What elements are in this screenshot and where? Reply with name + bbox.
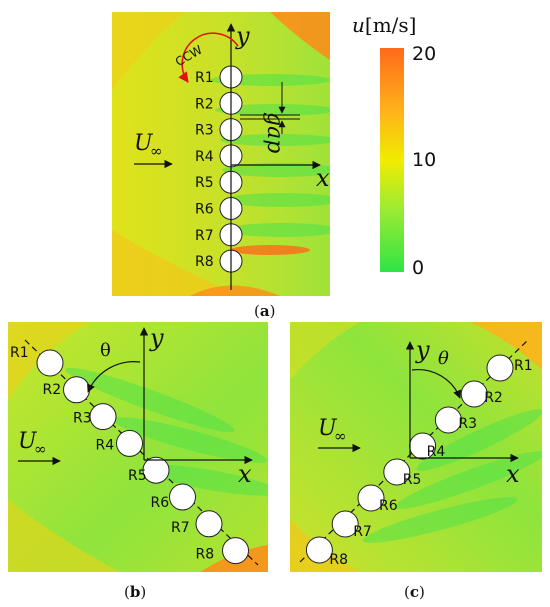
panel-a-gap-marker <box>240 82 300 134</box>
colorbar-title: u[m/s] <box>352 13 416 37</box>
panel-c-cylinder-label-4: R4 <box>427 444 446 460</box>
colorbar-tick-min: 0 <box>412 257 424 279</box>
panel-b-caption: (b) <box>124 583 146 601</box>
panel-b-cylinder-label-7: R7 <box>171 520 190 536</box>
panel-c-cylinder-label-7: R7 <box>353 524 372 540</box>
panel-a-cylinder-label-5: R5 <box>195 175 214 191</box>
panel-b-cylinder-6 <box>169 483 196 511</box>
panel-b-cylinder-2 <box>63 376 90 404</box>
colorbar: u[m/s] 20 10 0 <box>352 13 436 279</box>
colorbar-tick-max: 20 <box>412 43 436 65</box>
panel-c-cylinder-label-6: R6 <box>379 498 398 514</box>
panel-b-cylinder-label-3: R3 <box>73 411 92 427</box>
panel-b-dashed-line <box>24 339 259 566</box>
panel-b-angle-label: θ <box>100 340 111 361</box>
panel-c-caption: (c) <box>404 583 425 601</box>
panel-a-flow-features <box>112 12 330 296</box>
panel-b-cylinder-8 <box>222 537 249 565</box>
panel-a-cylinder-label-8: R8 <box>195 254 214 270</box>
panel-a-cylinder-label-2: R2 <box>195 96 214 112</box>
panel-b-cylinder-label-1: R1 <box>10 345 29 361</box>
panel-a-cylinder-label-3: R3 <box>195 123 214 139</box>
panel-c-cylinder-label-2: R2 <box>484 390 503 406</box>
panel-b-y-label: y <box>149 324 164 352</box>
panel-b-cylinder-label-4: R4 <box>96 437 115 453</box>
panel-a-cylinder-label-6: R6 <box>195 202 214 218</box>
panel-b-cylinder-5 <box>142 456 170 484</box>
panel-b-cylinder-label-2: R2 <box>43 382 62 398</box>
panel-c-cylinder-2 <box>460 380 488 408</box>
panel-c-flow-features <box>290 322 542 572</box>
panel-a-caption: (a) <box>254 302 275 320</box>
panel-c-cylinder-3 <box>434 406 462 434</box>
panel-b-cylinder-3 <box>89 403 117 431</box>
panel-b-u-label: U <box>18 429 38 454</box>
panel-a-gap-label: gap <box>262 112 287 153</box>
panel-a-y-label: y <box>235 22 250 50</box>
panel-c-cylinder-label-5: R5 <box>403 472 422 488</box>
panel-c-x-label: x <box>506 460 520 488</box>
panel-b-cylinder-7 <box>195 510 223 538</box>
panel-a-cylinder-label-7: R7 <box>195 228 214 244</box>
panel-a-x-label: x <box>316 164 330 192</box>
panel-b-angle-arc <box>87 361 141 393</box>
panel-a-u-label: U <box>134 131 154 156</box>
panel-c-cylinder-label-8: R8 <box>329 552 348 568</box>
panel-c-u-sub: ∞ <box>334 427 347 445</box>
panel-c-cylinder-6 <box>357 484 385 512</box>
panel-a-cylinder-label-1: R1 <box>195 70 214 86</box>
panel-c-cylinder-label-3: R3 <box>458 416 477 432</box>
panel-b-cylinder-label-8: R8 <box>196 547 215 563</box>
panel-c-angle-arc <box>411 368 462 399</box>
panel-c-y-label: y <box>415 336 430 364</box>
panel-b-cylinder-label-5: R5 <box>128 468 147 484</box>
panel-c-cylinder-8 <box>305 536 333 564</box>
panel-c-freestream: U ∞ <box>318 416 361 453</box>
colorbar-bar <box>380 48 404 272</box>
panel-a-freestream: U ∞ <box>134 131 173 169</box>
panel-b-u-sub: ∞ <box>34 440 47 458</box>
panel-b-flow-features <box>8 322 268 572</box>
panel-a-u-sub: ∞ <box>150 142 163 160</box>
panel-c-cylinder-5 <box>383 458 411 486</box>
colorbar-tick-mid: 10 <box>412 149 436 171</box>
panel-c-u-label: U <box>318 416 338 441</box>
panel-c-angle-label: θ <box>438 348 449 369</box>
panel-a-ccw-arrow <box>178 32 239 83</box>
panel-c-cylinder-label-1: R1 <box>514 358 533 374</box>
panel-b-freestream: U ∞ <box>18 429 61 466</box>
panel-c-cylinder-1 <box>486 354 514 382</box>
panel-b-x-label: x <box>238 460 252 488</box>
panel-c-cylinder-7 <box>331 510 359 538</box>
panel-b-cylinder-label-6: R6 <box>151 495 170 511</box>
panel-b-cylinder-1 <box>36 349 64 377</box>
panel-a-cylinder-label-4: R4 <box>195 149 214 165</box>
panel-b-cylinder-4 <box>116 429 143 457</box>
